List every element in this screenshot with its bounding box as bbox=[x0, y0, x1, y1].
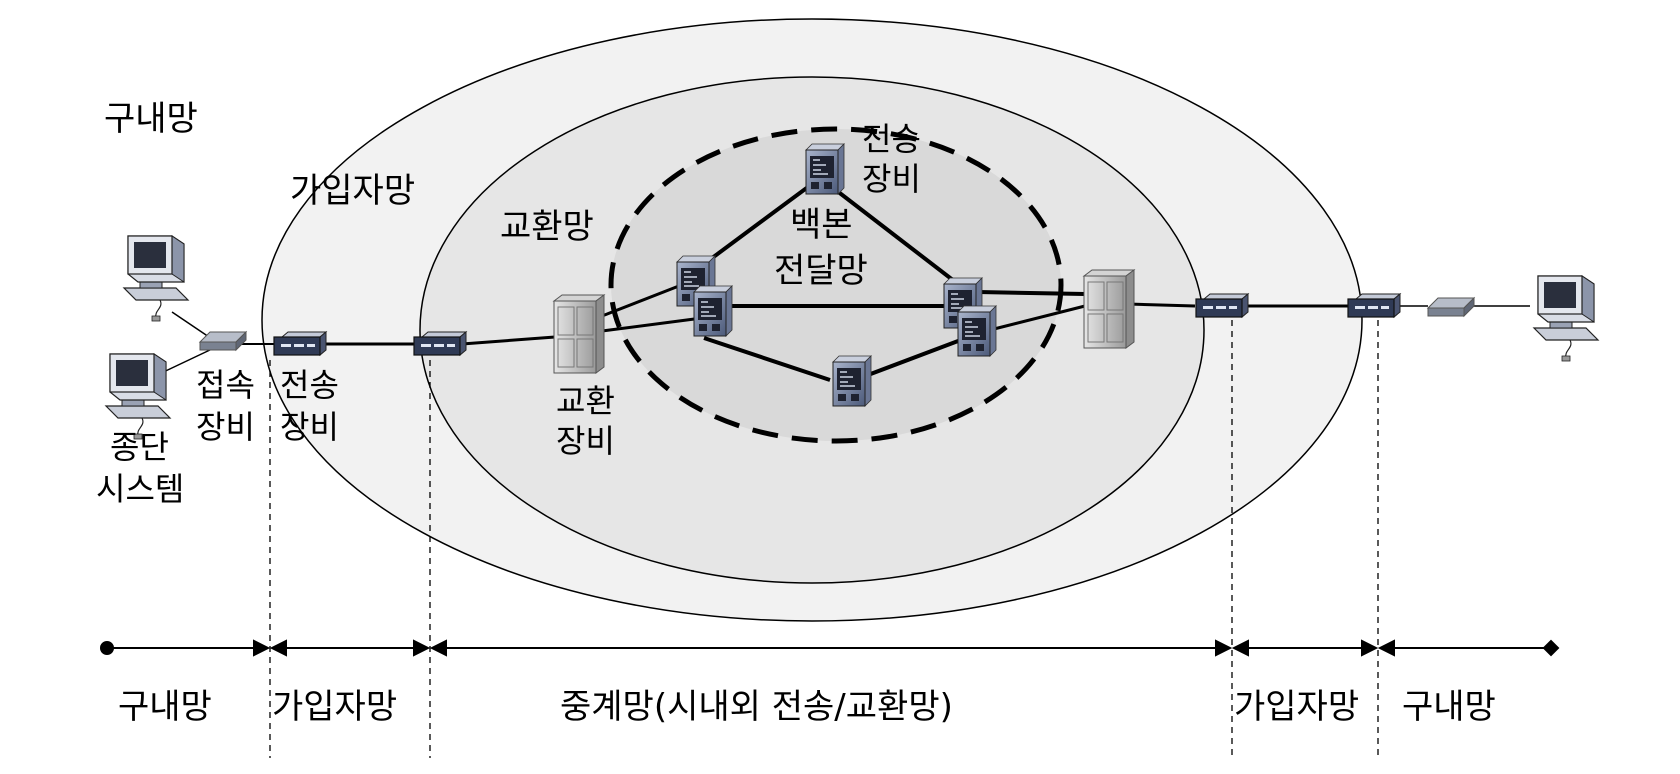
transmission-equipment-left-label-line1: 전송 bbox=[280, 366, 339, 404]
terminal-right-icon bbox=[1533, 275, 1599, 362]
terminal-bottom-left-icon bbox=[105, 353, 171, 440]
terminal-system-label-line1: 종단 bbox=[110, 428, 169, 466]
segment-arrowhead bbox=[253, 639, 271, 657]
segment-label-subscriber-left: 가입자망 bbox=[272, 687, 397, 727]
terminal-top-left-icon bbox=[123, 235, 189, 322]
segment-label-premises-right: 구내망 bbox=[1402, 687, 1496, 727]
segment-label-trunk: 중계망(시내외 전송/교환망) bbox=[560, 687, 953, 727]
access-device-left-icon bbox=[199, 331, 247, 351]
access-device-right-icon bbox=[1427, 297, 1475, 317]
switching-equipment-label-line1: 교환 bbox=[556, 382, 615, 420]
segment-label-premises-left: 구내망 bbox=[118, 687, 212, 727]
access-equipment-label-line1: 접속 bbox=[196, 366, 255, 404]
segment-end-diamond bbox=[1542, 639, 1560, 657]
switching-network-label: 교환망 bbox=[500, 207, 594, 247]
switching-equipment-right-icon bbox=[1083, 269, 1135, 349]
segment-arrows bbox=[100, 639, 1560, 657]
backbone-router-top-icon bbox=[805, 143, 845, 195]
premises-network-label: 구내망 bbox=[104, 99, 198, 139]
segment-arrowhead bbox=[1361, 639, 1379, 657]
backbone-network-ellipse bbox=[608, 126, 1064, 444]
terminal-system-label-line2: 시스템 bbox=[96, 470, 184, 508]
subscriber-network-label: 가입자망 bbox=[290, 171, 415, 211]
segment-arrowhead bbox=[429, 639, 447, 657]
segment-arrowhead bbox=[269, 639, 287, 657]
segment-arrowhead bbox=[413, 639, 431, 657]
segment-arrowhead bbox=[1231, 639, 1249, 657]
backbone-label-line1: 백본 bbox=[790, 205, 853, 245]
transmission-equipment-top-label-line2: 장비 bbox=[862, 160, 921, 198]
transmission-equipment-left-label-line2: 장비 bbox=[280, 408, 339, 446]
segment-arrowhead bbox=[1215, 639, 1233, 657]
backbone-router-left-bottom-icon bbox=[693, 285, 733, 337]
boundary-lines bbox=[269, 320, 1379, 758]
backbone-router-right-bottom-icon bbox=[957, 305, 997, 357]
backbone-label-line2: 전달망 bbox=[774, 251, 868, 291]
switching-equipment-label-line2: 장비 bbox=[556, 422, 615, 460]
switching-equipment-left-icon bbox=[553, 294, 605, 374]
connection-lines bbox=[154, 182, 1530, 382]
access-equipment-label-line2: 장비 bbox=[196, 408, 255, 446]
backbone-router-bottom-icon bbox=[832, 355, 872, 407]
segment-label-subscriber-right: 가입자망 bbox=[1234, 687, 1359, 727]
transmission-equipment-top-label-line1: 전송 bbox=[862, 120, 921, 158]
segment-arrowhead bbox=[1377, 639, 1395, 657]
